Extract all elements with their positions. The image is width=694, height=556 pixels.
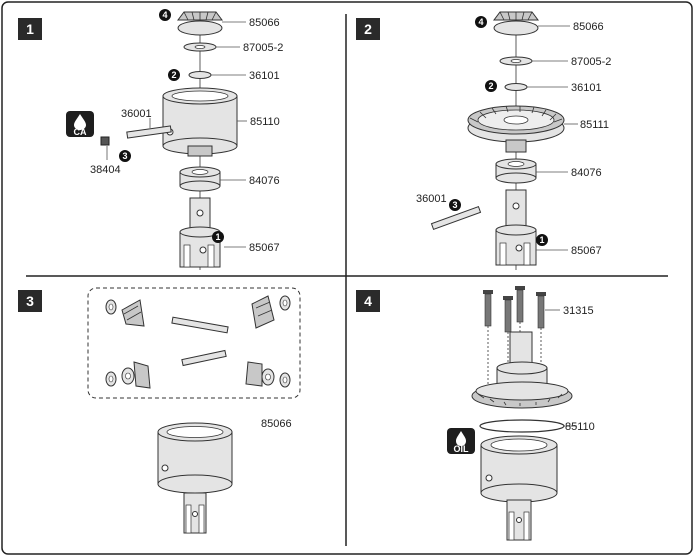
step-3-panel: 3: [18, 287, 301, 534]
step-1-badge: [18, 18, 42, 40]
shim-36101: [188, 71, 212, 79]
bearing-84076: [179, 166, 221, 192]
label-36001: 36001: [121, 108, 152, 120]
label-87005-2: 87005-2: [243, 42, 283, 54]
label-36101: 36101: [249, 70, 280, 82]
label-85110: 85110: [250, 116, 280, 128]
gear-kit-box: [87, 287, 301, 399]
step-2-badge: [356, 18, 380, 40]
label-85066: 85066: [249, 17, 280, 29]
label-87005-2: 87005-2: [571, 56, 611, 68]
ring-gear-85111: [467, 105, 565, 153]
spider-gears: [105, 295, 291, 389]
gasket: [479, 419, 565, 433]
label-85067: 85067: [571, 245, 602, 257]
step-1-number: 1: [26, 21, 34, 37]
callout-1: 1: [536, 234, 548, 246]
callout-4: 4: [475, 16, 487, 28]
cross-pins: [171, 316, 229, 367]
step-3-number: 3: [26, 293, 34, 309]
callout-4: 4: [159, 9, 171, 21]
svg-text:4: 4: [478, 17, 483, 27]
svg-text:1: 1: [215, 232, 220, 242]
label-85111: 85111: [580, 119, 609, 131]
label-84076: 84076: [571, 167, 602, 179]
svg-text:3: 3: [122, 151, 127, 161]
bevel-gear-85066: [493, 11, 539, 36]
label-85066: 85066: [261, 418, 292, 430]
diff-case-85110: [480, 435, 558, 541]
label-85066: 85066: [573, 21, 604, 33]
label-85067: 85067: [249, 242, 280, 254]
callout-2: 2: [485, 80, 497, 92]
svg-text:1: 1: [539, 235, 544, 245]
step-4-badge: [356, 290, 380, 312]
shim-36101: [504, 83, 528, 91]
svg-text:4: 4: [162, 10, 167, 20]
callout-3: 3: [449, 199, 461, 211]
output-cup-85067: [495, 189, 537, 266]
label-38404: 38404: [90, 164, 121, 176]
oil-icon: OIL: [447, 428, 475, 454]
bevel-gear-85066: [177, 11, 223, 36]
step-4-panel: 4: [356, 286, 595, 541]
callout-3: 3: [119, 150, 131, 162]
set-screw-38404: [100, 136, 110, 146]
step-2-panel: 2: [356, 11, 611, 270]
svg-text:OIL: OIL: [454, 444, 470, 454]
bearing-84076: [495, 158, 537, 184]
svg-text:2: 2: [488, 81, 493, 91]
label-85110: 85110: [565, 421, 595, 433]
step-1-panel: 1: [18, 9, 283, 270]
svg-text:2: 2: [171, 70, 176, 80]
output-cup-85067: [179, 197, 221, 268]
diff-case-85110: [162, 87, 238, 157]
callout-1: 1: [212, 231, 224, 243]
pin-36001: [430, 205, 482, 231]
svg-text:3: 3: [452, 200, 457, 210]
ca-glue-icon: CA: [66, 111, 94, 137]
step-4-number: 4: [364, 293, 372, 309]
step-3-badge: [18, 290, 42, 312]
diff-case-85110: [157, 422, 233, 534]
label-36101: 36101: [571, 82, 602, 94]
svg-text:CA: CA: [74, 127, 87, 137]
callout-2: 2: [168, 69, 180, 81]
label-84076: 84076: [249, 175, 280, 187]
label-31315: 31315: [563, 305, 594, 317]
label-36001: 36001: [416, 193, 447, 205]
step-2-number: 2: [364, 21, 372, 37]
pin-36001: [126, 125, 172, 139]
ring-gear-assembly: [471, 331, 573, 409]
